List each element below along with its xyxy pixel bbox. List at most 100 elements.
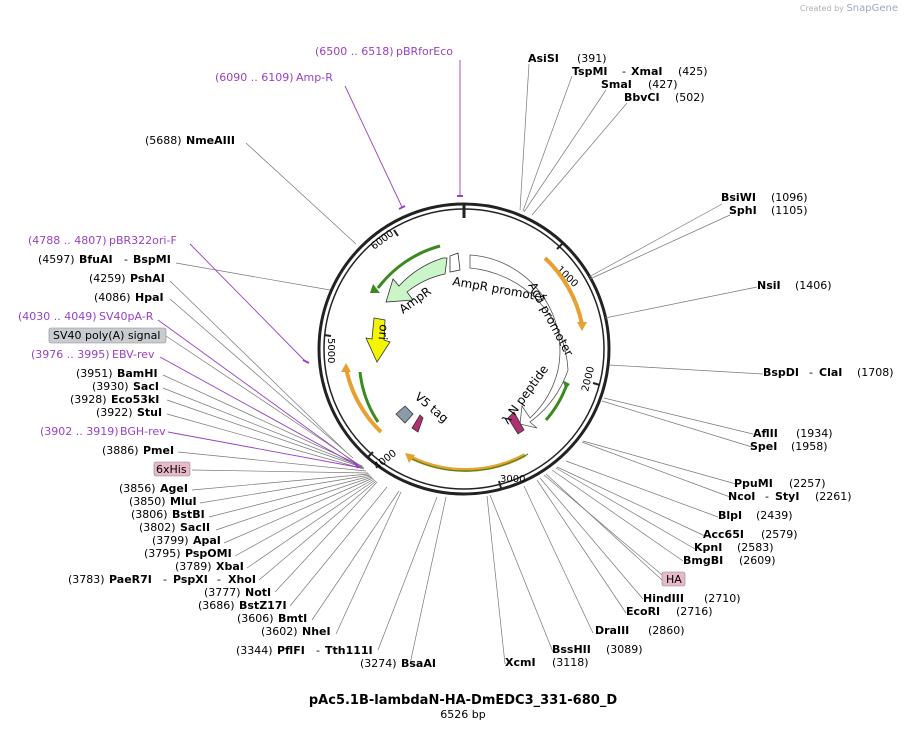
primer-pbr322ori-f: pBR322ori-F xyxy=(109,234,177,247)
site-aflii: AflII xyxy=(753,427,778,440)
site-bamhi-pos: (3951) xyxy=(76,367,113,380)
site-smai-pos: (427) xyxy=(648,78,678,91)
site-bbvci: BbvCI xyxy=(624,91,660,104)
site-pspxi: PspXI xyxy=(173,573,208,586)
site-agei: AgeI xyxy=(160,482,188,495)
site-agei-pos: (3856) xyxy=(119,482,156,495)
feature-ampr-shape xyxy=(385,257,448,303)
site-sphi-pos: (1105) xyxy=(771,204,808,217)
feature-ori-shape xyxy=(365,317,391,363)
primer-ebv-rev-range: (3976 .. 3995) xyxy=(31,348,110,361)
primer-markers xyxy=(302,195,463,469)
leader-lines-left xyxy=(162,142,447,665)
primer-ampr-range: (6090 .. 6109) xyxy=(215,71,294,84)
site-paer7i-pos: (3783) xyxy=(68,573,105,586)
site-sacii-pos: (3802) xyxy=(139,521,176,534)
tick-label-3000: 3000 xyxy=(500,474,525,485)
site-bsiwi-pos: (1096) xyxy=(771,191,808,204)
site-labels-right: AsiSI (391) TspMI - XmaI (425) SmaI (427… xyxy=(505,52,894,669)
site-eco53ki: Eco53kI xyxy=(111,393,159,406)
site-kpni-pos: (2583) xyxy=(737,541,774,554)
site-ppumi: PpuMI xyxy=(734,477,773,490)
site-pmei-pos: (3886) xyxy=(102,444,139,457)
site-pspomi-pos: (3795) xyxy=(144,547,181,560)
site-mlui-pos: (3850) xyxy=(129,495,166,508)
site-bbvci-pos: (502) xyxy=(675,91,705,104)
site-bstz17i: BstZ17I xyxy=(239,599,287,612)
site-ecori-pos: (2716) xyxy=(676,605,713,618)
site-bfuai: BfuAI xyxy=(79,253,113,266)
orf-arc-1 xyxy=(543,256,584,325)
site-nhei-pos: (3602) xyxy=(261,625,298,638)
site-tspmi: TspMI xyxy=(572,65,608,78)
site-bstbi: BstBI xyxy=(172,508,205,521)
site-pspomi: PspOMI xyxy=(185,547,232,560)
snapgene-logo-text: SnapGene xyxy=(846,3,898,14)
site-labels-left: (5688) NmeAIII (4597) BfuAI - BspMI (425… xyxy=(38,134,436,670)
site-pflfi-pos: (3344) xyxy=(236,644,273,657)
site-noti-pos: (3777) xyxy=(204,586,241,599)
primer-ampr: Amp-R xyxy=(296,71,333,84)
site-saci: SacI xyxy=(133,380,159,393)
site-acc65i: Acc65I xyxy=(703,528,744,541)
site-bstbi-pos: (3806) xyxy=(131,508,168,521)
site-bamhi: BamHI xyxy=(117,367,158,380)
site-bmgbi-pos: (2609) xyxy=(739,554,776,567)
site-nsii-pos: (1406) xyxy=(795,279,832,292)
feature-box-6xhis: 6xHis xyxy=(153,461,191,477)
site-spei-pos: (1958) xyxy=(791,440,828,453)
site-ncoi: NcoI xyxy=(728,490,755,503)
site-spei: SpeI xyxy=(750,440,777,453)
site-nsii: NsiI xyxy=(757,279,781,292)
orf-arc-6-arrow xyxy=(370,284,380,293)
site-nmeaiii-pos: (5688) xyxy=(145,134,182,147)
site-apai: ApaI xyxy=(193,534,221,547)
site-stui: StuI xyxy=(137,406,162,419)
site-bsaai: BsaAI xyxy=(401,657,436,670)
feature-label-sv40-polya: SV40 poly(A) signal xyxy=(53,329,160,342)
orf-arc-3-inner xyxy=(411,453,529,472)
site-bmgbi: BmgBI xyxy=(683,554,723,567)
site-ncoi-pos: (2261) xyxy=(815,490,852,503)
site-bmti: BmtI xyxy=(278,612,307,625)
site-xmai: XmaI xyxy=(631,65,662,78)
site-acc65i-pos: (2579) xyxy=(761,528,798,541)
site-bmti-pos: (3606) xyxy=(237,612,274,625)
plasmid-name: pAc5.1B-lambdaN-HA-DmEDC3_331-680_D xyxy=(309,693,617,708)
site-bsiwi: BsiWI xyxy=(721,191,756,204)
site-xhoi: XhoI xyxy=(228,573,256,586)
site-hpai: HpaI xyxy=(135,291,164,304)
site-nmeaiii: NmeAIII xyxy=(186,134,235,147)
primer-ebv-rev: EBV-rev xyxy=(112,348,155,361)
orf-arc-6 xyxy=(376,244,441,289)
site-paer7i: PaeR7I xyxy=(109,573,152,586)
site-ecori: EcoRI xyxy=(626,605,660,618)
site-styi: StyI xyxy=(775,490,799,503)
leader-lines-right xyxy=(486,63,764,665)
svg-text:-: - xyxy=(622,65,626,78)
primer-bgh-rev-range: (3902 .. 3919) xyxy=(40,425,119,438)
orf-arc-2-arrow xyxy=(562,380,570,389)
primer-bgh-rev: BGH-rev xyxy=(120,425,166,438)
site-xbai-pos: (3789) xyxy=(175,560,212,573)
primer-pbr322ori-f-range: (4788 .. 4807) xyxy=(28,234,107,247)
feature-lambda-n-shape xyxy=(507,411,525,435)
site-bsaai-pos: (3274) xyxy=(360,657,397,670)
orf-arcs xyxy=(341,244,587,473)
site-bsshii-pos: (3089) xyxy=(606,643,643,656)
tick-label-6000: 6000 xyxy=(369,228,396,252)
primer-sv40pa-r-range: (4030 .. 4049) xyxy=(18,310,97,323)
plasmid-length: 6526 bp xyxy=(440,708,485,721)
site-noti: NotI xyxy=(245,586,271,599)
feature-box-sv40: SV40 poly(A) signal xyxy=(48,327,359,465)
orf-arc-3-arrow xyxy=(405,453,415,463)
primer-pbrforeco: pBRforEco xyxy=(396,45,453,58)
orf-arc-4-arrow xyxy=(341,363,351,372)
site-hindiii: HindIII xyxy=(643,592,684,605)
feature-6xhis-inner-shape xyxy=(411,414,424,433)
site-xbai: XbaI xyxy=(216,560,244,573)
site-pmei: PmeI xyxy=(143,444,174,457)
site-nhei: NheI xyxy=(302,625,331,638)
svg-text:-: - xyxy=(217,573,221,586)
site-apai-pos: (3799) xyxy=(152,534,189,547)
